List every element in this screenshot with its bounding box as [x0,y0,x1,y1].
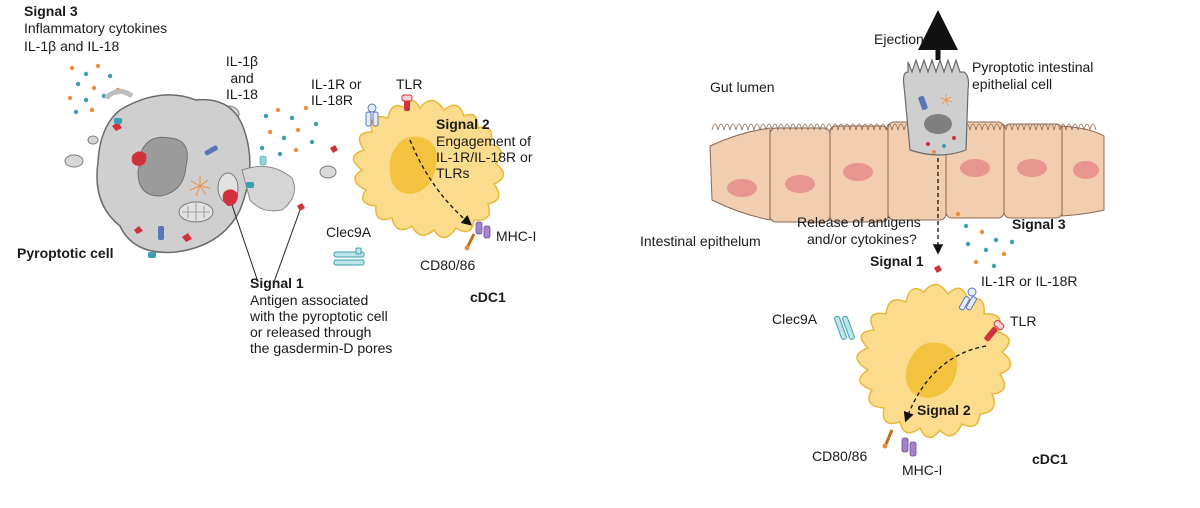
right-signal1-label: Signal 1 [870,253,924,269]
right-cdc1-label: cDC1 [1032,451,1068,467]
left-signal2-line1: Engagement of [436,133,531,149]
right-signal3-label: Signal 3 [1012,216,1066,232]
signal1-leader-b [273,209,301,283]
left-receptor-line2: IL-18R [311,92,354,108]
left-cd80-label: CD80/86 [420,257,476,273]
left-signal1-title: Signal 1 [250,275,304,291]
right-cd80-label: CD80/86 [812,448,868,464]
mhc-i-right [901,437,917,457]
intestinal-epithelium-label: Intestinal epithelum [640,233,761,249]
tlr-receptor-left [401,94,413,111]
left-signal2-line3: TLRs [436,165,470,181]
left-signal1-line3: or released through [250,324,372,340]
cytokine-cloud-right [955,211,1015,269]
il1r-receptor-right [959,287,977,311]
right-signal2-label: Signal 2 [917,402,971,418]
tlr-receptor-right [984,319,1005,342]
left-cdc1-label: cDC1 [470,289,506,305]
ejection-label: Ejection [874,31,924,47]
left-signal3-line2: IL-1β and IL-18 [24,38,120,54]
left-signal1-line2: with the pyroptotic cell [250,308,388,324]
cytokine-cloud-left [67,63,121,115]
right-clec9a-label: Clec9A [772,311,818,327]
left-clec9a-label: Clec9A [326,224,372,240]
left-signal3-title: Signal 3 [24,3,78,19]
left-cytokine-line1: IL-1β [225,53,259,69]
cd80-right [882,429,894,449]
clec9a-left [333,247,365,266]
left-tlr-label: TLR [396,76,423,92]
intestinal-epithelium [709,121,1105,223]
release-line1: Release of antigens [797,214,921,230]
right-receptor-label: IL-1R or IL-18R [981,273,1078,289]
right-tlr-label: TLR [1010,313,1037,329]
left-mhc-label: MHC-I [496,228,537,244]
pyroptotic-cell-label: Pyroptotic cell [17,245,114,261]
right-mhc-label: MHC-I [902,462,943,478]
gut-lumen-label: Gut lumen [710,79,775,95]
cytokine-cloud-mid [259,105,338,166]
left-signal2-line2: IL-1R/IL-18R or [436,149,533,165]
cdc1-cell-left [333,94,505,266]
left-signal1-line1: Antigen associated [250,292,369,308]
signal1-leader-a [231,204,259,283]
mhc-i-left [475,221,491,239]
clec9a-right [834,315,855,340]
left-receptor-line1: IL-1R or [311,76,362,92]
left-signal3-line1: Inflammatory cytokines [24,20,168,36]
left-cytokine-line3: IL-18 [226,86,258,102]
pyro-epi-line2: epithelial cell [972,76,1053,92]
left-cytokine-line2: and [230,70,254,86]
left-signal2-title: Signal 2 [436,116,490,132]
pyroptotic-epithelial-cell [902,58,970,156]
pyro-epi-line1: Pyroptotic intestinal [972,59,1094,75]
release-line2: and/or cytokines? [807,231,917,247]
il1r-receptor-left [365,103,379,127]
cd80-left [464,233,476,251]
left-signal1-line4: the gasdermin-D pores [250,340,393,356]
pyroptotic-cell [96,89,295,258]
cdc1-cell-right [834,283,1012,457]
